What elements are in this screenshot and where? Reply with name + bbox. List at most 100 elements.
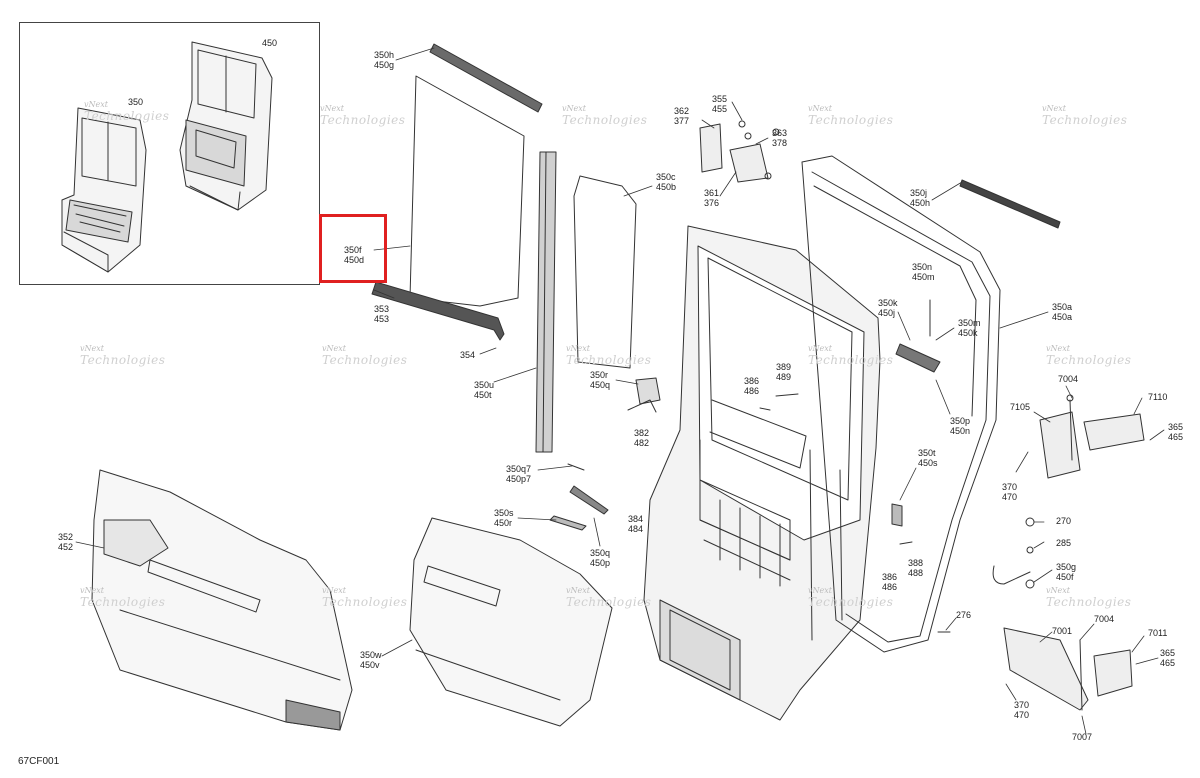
leader-lines	[75, 47, 1165, 735]
callout-number: 382	[634, 428, 650, 438]
callout-number: 384	[628, 514, 644, 524]
inset-frame	[19, 22, 320, 285]
callout-number: 450r	[494, 518, 513, 528]
vertical-channel	[535, 151, 557, 453]
callout-number: 7105	[1010, 402, 1031, 412]
callout-number: 7004	[1058, 374, 1079, 384]
door-frame-main	[643, 225, 881, 721]
callout-number: 7110	[1148, 392, 1168, 402]
callout-number: 489	[776, 372, 792, 382]
callout: 285	[1056, 538, 1071, 548]
callout-number: 452	[58, 542, 74, 552]
callout: 7105	[1010, 402, 1030, 412]
callout-number: 350p	[950, 416, 971, 426]
callout-number: 377	[674, 116, 690, 126]
callout-number: 455	[712, 104, 728, 114]
callout-number: 450t	[474, 390, 492, 400]
callout-number: 285	[1056, 538, 1072, 548]
callout-number: 376	[704, 198, 720, 208]
callout-number: 450v	[360, 660, 380, 670]
callout-number: 465	[1160, 658, 1176, 668]
callout-number: 7011	[1148, 628, 1168, 638]
callout-number: 350t	[918, 448, 936, 458]
callout-number: 270	[1056, 516, 1072, 526]
callout: 7001	[1052, 626, 1072, 636]
callout-number: 7007	[1072, 732, 1093, 742]
callout-number: 363	[772, 128, 788, 138]
trim-panel-outer	[409, 517, 613, 727]
callout-number: 450p7	[506, 474, 532, 484]
callout: 350	[128, 97, 143, 107]
callout: 7011	[1148, 628, 1167, 638]
callout: 7004	[1094, 614, 1114, 624]
callout-number: 450	[262, 38, 278, 48]
callout-number: 362	[674, 106, 690, 116]
callout-number: 365	[1168, 422, 1184, 432]
callout-number: 350m	[958, 318, 981, 328]
callout-number: 354	[460, 350, 476, 360]
callout-number: 350c	[656, 172, 676, 182]
seal-strip-top	[429, 43, 543, 113]
callout-number: 276	[956, 610, 972, 620]
callout-number: 350	[128, 97, 144, 107]
seal-strip-bottom	[371, 281, 505, 341]
callout-number: 470	[1002, 492, 1018, 502]
callout-number: 450f	[1056, 572, 1074, 582]
callout-number: 350a	[1052, 302, 1073, 312]
door-frame-rear	[801, 155, 1001, 653]
callout-number: 488	[908, 568, 924, 578]
callout: 7004	[1058, 374, 1078, 384]
callout-number: 470	[1014, 710, 1030, 720]
callout-number: 450j	[878, 308, 896, 318]
callout-number: 450n	[950, 426, 971, 436]
callout-number: 450m	[912, 272, 935, 282]
handle-grip	[895, 299, 941, 373]
glass-panel-small	[573, 175, 637, 369]
callout-number: 370	[1002, 482, 1018, 492]
callout-number: 7004	[1094, 614, 1115, 624]
callout: 7007	[1072, 732, 1092, 742]
callout-number: 350h	[374, 50, 395, 60]
trim-panel-inner	[91, 469, 353, 731]
callout-number: 353	[374, 304, 390, 314]
callout-number: 350n	[912, 262, 933, 272]
callout-number: 370	[1014, 700, 1030, 710]
callout-number: 350w	[360, 650, 382, 660]
callout-number: 450s	[918, 458, 938, 468]
callout-number: 350r	[590, 370, 609, 380]
callout: 270	[1056, 516, 1071, 526]
callout-number: 453	[374, 314, 390, 324]
callout: 276	[956, 610, 971, 620]
callout-number: 350k	[878, 298, 898, 308]
callout-number: 350q	[590, 548, 611, 558]
inset-door-left	[61, 107, 147, 273]
callout-number: 450b	[656, 182, 677, 192]
callout-number: 350g	[1056, 562, 1077, 572]
callout-number: 450k	[958, 328, 978, 338]
callout-number: 389	[776, 362, 792, 372]
figure-code: 67CF001	[18, 756, 60, 767]
